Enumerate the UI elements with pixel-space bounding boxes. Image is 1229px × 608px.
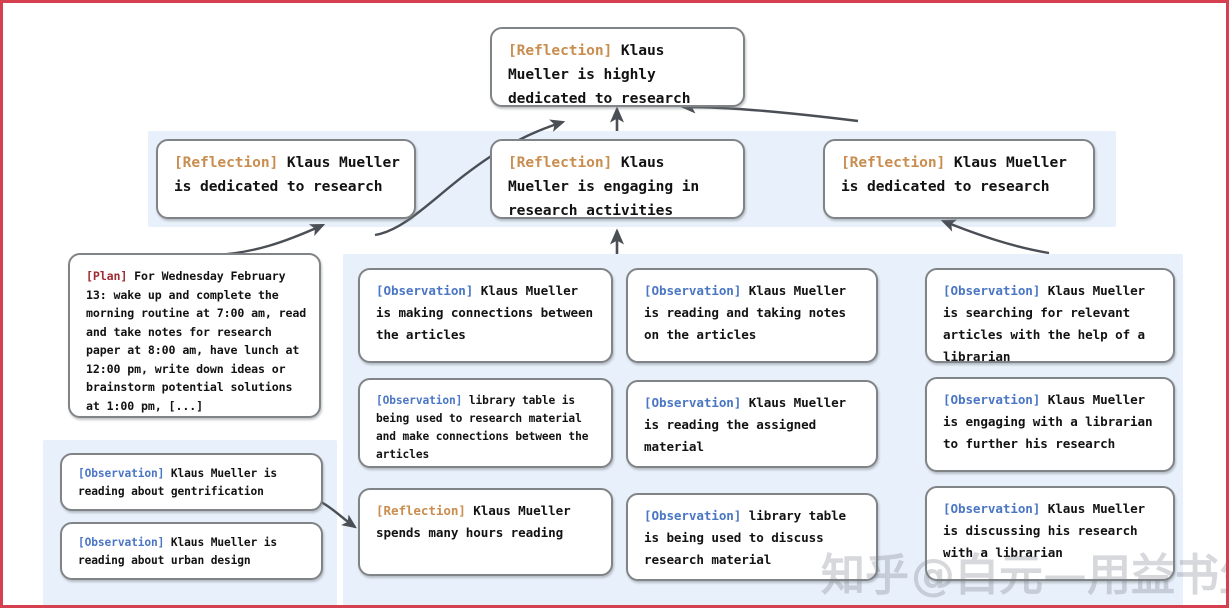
node-col2-observation-1[interactable]: [Observation] Klaus Mueller is reading a… (626, 268, 878, 363)
node-obs-bottomleft-2[interactable]: [Observation] Klaus Mueller is reading a… (60, 522, 323, 580)
node-text: library table is being used to research … (376, 394, 589, 461)
arrow-midright-to-root (680, 100, 859, 123)
node-text: Klaus Mueller is dedicated to research (841, 154, 1067, 195)
node-col1-reflection-3[interactable]: [Reflection] Klaus Mueller spends many h… (358, 488, 613, 576)
node-text: Klaus Mueller is dedicated to research (174, 154, 400, 195)
node-tag: [Observation] (943, 501, 1041, 516)
arrow-plan-to-midleft (214, 223, 326, 257)
node-text: Klaus Mueller is reading the assigned ma… (644, 395, 847, 454)
node-text: Klaus Mueller is searching for relevant … (943, 283, 1146, 363)
node-obs-bottomleft-1[interactable]: [Observation] Klaus Mueller is reading a… (60, 453, 323, 511)
node-text: Klaus Mueller is highly dedicated to res… (508, 42, 691, 107)
node-text: Klaus Mueller is engaging with a librari… (943, 392, 1153, 451)
node-tag: [Reflection] (508, 154, 613, 171)
node-text: Klaus Mueller spends many hours reading (376, 503, 571, 540)
node-tag: [Observation] (644, 508, 742, 523)
node-col1-observation-2[interactable]: [Observation] library table is being use… (358, 378, 613, 468)
node-text: Klaus Mueller is reading and taking note… (644, 283, 847, 342)
node-tag: [Observation] (78, 536, 165, 549)
node-text: Klaus Mueller is reading about gentrific… (78, 467, 278, 498)
node-text: Klaus Mueller is discussing his research… (943, 501, 1146, 560)
node-root-reflection[interactable]: [Reflection] Klaus Mueller is highly ded… (490, 27, 745, 107)
node-col2-observation-3[interactable]: [Observation] library table is being use… (626, 493, 878, 581)
node-tag: [Observation] (376, 394, 463, 407)
node-tag: [Reflection] (174, 154, 279, 171)
node-text: library table is being used to discuss r… (644, 508, 847, 567)
node-text: For Wednesday February 13: wake up and c… (86, 269, 307, 413)
node-tag: [Observation] (644, 283, 742, 298)
node-text: Klaus Mueller is engaging in research ac… (508, 154, 700, 219)
node-col2-observation-2[interactable]: [Observation] Klaus Mueller is reading t… (626, 380, 878, 468)
node-col1-observation-1[interactable]: [Observation] Klaus Mueller is making co… (358, 268, 613, 363)
node-tag: [Observation] (943, 392, 1041, 407)
node-tag: [Plan] (86, 269, 128, 283)
node-tag: [Reflection] (841, 154, 946, 171)
node-tag: [Reflection] (508, 42, 613, 59)
node-tag: [Reflection] (376, 503, 466, 518)
node-tag: [Observation] (644, 395, 742, 410)
node-mid-left-reflection[interactable]: [Reflection] Klaus Mueller is dedicated … (156, 139, 416, 219)
node-plan[interactable]: [Plan] For Wednesday February 13: wake u… (68, 253, 321, 418)
node-text: Klaus Mueller is making connections betw… (376, 283, 593, 342)
node-col3-observation-3[interactable]: [Observation] Klaus Mueller is discussin… (925, 486, 1175, 581)
node-tag: [Observation] (943, 283, 1041, 298)
node-col3-observation-2[interactable]: [Observation] Klaus Mueller is engaging … (925, 377, 1175, 472)
node-tag: [Observation] (376, 283, 474, 298)
node-mid-right-reflection[interactable]: [Reflection] Klaus Mueller is dedicated … (823, 139, 1095, 219)
node-tag: [Observation] (78, 467, 165, 480)
node-col3-observation-1[interactable]: [Observation] Klaus Mueller is searching… (925, 268, 1175, 363)
node-mid-center-reflection[interactable]: [Reflection] Klaus Mueller is engaging i… (490, 139, 745, 219)
node-text: Klaus Mueller is reading about urban des… (78, 536, 278, 567)
